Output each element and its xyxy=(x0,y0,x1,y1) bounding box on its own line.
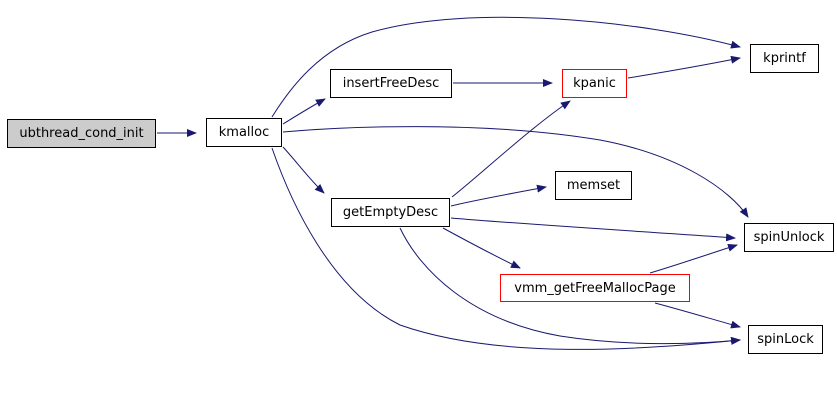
edge-vmm_getFreeMallocPage-to-spinLock xyxy=(654,302,741,329)
node-label: kmalloc xyxy=(218,125,270,140)
node-memset[interactable]: memset xyxy=(555,171,632,200)
edge-kmalloc-to-spinUnlock xyxy=(282,126,749,218)
edge-kmalloc-to-insertFreeDesc xyxy=(282,98,326,125)
node-label: vmm_getFreeMallocPage xyxy=(514,280,676,296)
edge-kmalloc-to-getEmptyDesc xyxy=(282,146,325,194)
edge-getEmptyDesc-to-spinLock xyxy=(399,227,741,345)
node-label: getEmptyDesc xyxy=(342,205,439,220)
edge-kmalloc-to-kprintf xyxy=(271,16,741,118)
node-insertFreeDesc[interactable]: insertFreeDesc xyxy=(330,69,452,98)
edge-getEmptyDesc-to-memset xyxy=(450,184,547,207)
node-label: kpanic xyxy=(573,76,616,91)
edge-kmalloc-to-spinLock xyxy=(271,147,741,350)
node-label: spinLock xyxy=(757,332,814,347)
node-vmm_getFreeMallocPage[interactable]: vmm_getFreeMallocPage xyxy=(500,274,690,302)
node-label: ubthread_cond_init xyxy=(19,126,144,141)
node-label: spinUnlock xyxy=(753,230,825,245)
node-label: insertFreeDesc xyxy=(342,76,440,91)
node-spinLock[interactable]: spinLock xyxy=(748,325,823,354)
edge-kpanic-to-kprintf xyxy=(627,55,741,79)
node-ubthread_cond_init[interactable]: ubthread_cond_init xyxy=(7,119,156,148)
node-spinUnlock[interactable]: spinUnlock xyxy=(744,223,834,252)
edge-vmm_getFreeMallocPage-to-spinUnlock xyxy=(649,243,738,274)
node-label: memset xyxy=(566,178,621,193)
node-kmalloc[interactable]: kmalloc xyxy=(206,118,282,147)
node-kpanic[interactable]: kpanic xyxy=(562,69,627,98)
edge-getEmptyDesc-to-kpanic xyxy=(451,100,571,198)
edge-paths xyxy=(157,16,749,350)
node-label: kprintf xyxy=(763,51,806,66)
edge-getEmptyDesc-to-spinUnlock xyxy=(450,217,736,242)
node-getEmptyDesc[interactable]: getEmptyDesc xyxy=(331,198,450,227)
node-kprintf[interactable]: kprintf xyxy=(750,44,819,73)
edge-getEmptyDesc-to-vmm_getFreeMallocPage xyxy=(442,227,521,269)
